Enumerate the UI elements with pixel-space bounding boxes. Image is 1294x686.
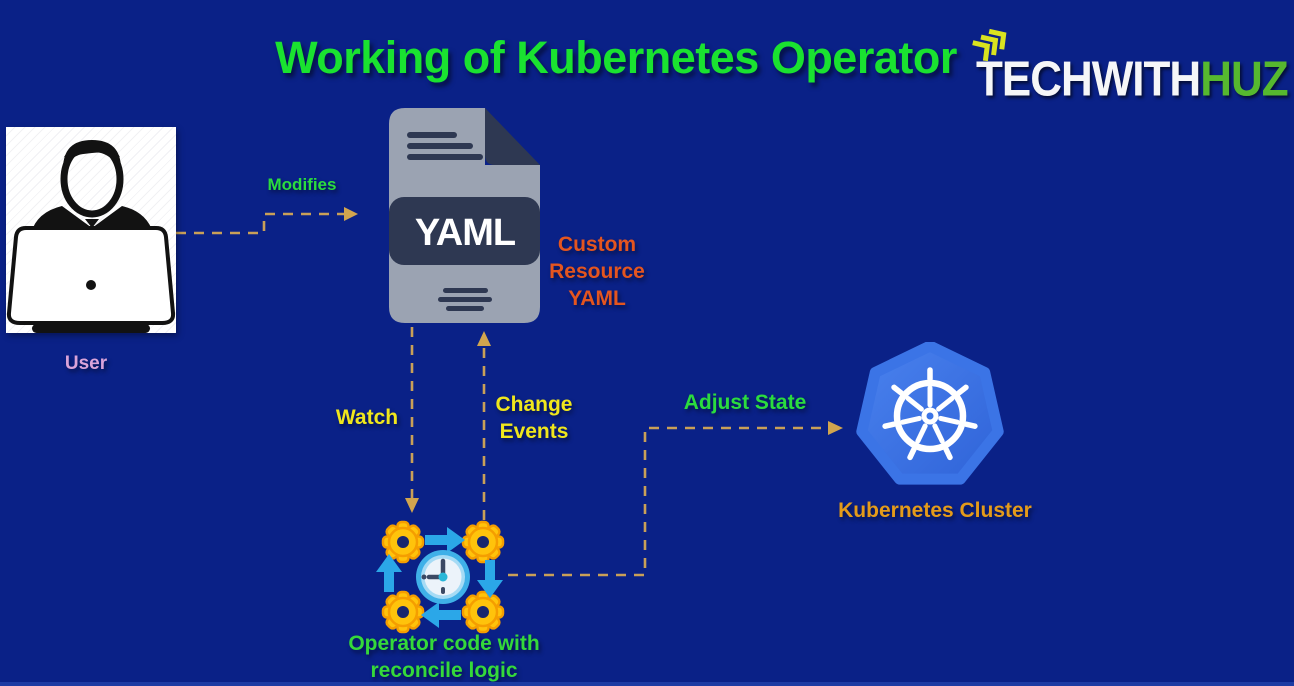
page-title: Working of Kubernetes Operator [275, 32, 957, 83]
techwithhuz-logo: TECHWITHHUZ [968, 22, 1289, 108]
user-label: User [64, 353, 108, 374]
triple-chevron-icon [972, 28, 1007, 62]
helm-spokes [900, 385, 960, 444]
user-node [6, 127, 176, 333]
custom-resource-caption-line: Custom [557, 233, 637, 256]
change-events-label-line: Change [495, 393, 573, 416]
watch-arrowhead-icon [405, 498, 419, 513]
change-events-arrowhead-icon [477, 331, 491, 346]
operator-caption: Operator code with reconcile logic [314, 630, 574, 684]
cycle-arrows-icon [376, 527, 503, 628]
adjust-state-arrow-line [508, 426, 828, 577]
bottom-edge-strip [0, 682, 1294, 686]
gears-with-clock-icon [376, 520, 505, 634]
operator-caption-line: reconcile logic [370, 659, 518, 682]
modifies-arrow-line [176, 212, 344, 235]
logo-text: TECHWITHHUZ [976, 52, 1289, 108]
watch-edge-label: Watch [335, 406, 399, 429]
file-fold-corner [485, 108, 540, 165]
person-at-laptop-icon [6, 140, 176, 333]
clock-icon [416, 550, 470, 604]
helm-handles [882, 367, 978, 461]
logo-text-white: TECHWITH [976, 52, 1201, 107]
yaml-file-badge: YAML [415, 212, 516, 254]
custom-resource-caption-line: YAML [568, 287, 626, 310]
custom-resource-caption-line: Resource [549, 260, 645, 283]
yaml-file-icon: YAML [389, 108, 540, 323]
adjust-state-edge-label: Adjust State [683, 391, 807, 414]
kubernetes-helm-icon [856, 342, 1004, 485]
file-badge-band [389, 197, 540, 265]
change-events-edge-label: Change Events [484, 391, 584, 445]
kubernetes-cluster-label: Kubernetes Cluster [838, 499, 1032, 522]
change-events-label-line: Events [499, 420, 569, 443]
modifies-edge-label: Modifies [267, 175, 337, 194]
custom-resource-caption: Custom Resource YAML [532, 231, 662, 312]
modifies-arrowhead-icon [344, 207, 358, 221]
adjust-state-arrowhead-icon [828, 421, 843, 435]
logo-text-green: HUZ [1200, 52, 1288, 107]
operator-caption-line: Operator code with [348, 632, 540, 655]
